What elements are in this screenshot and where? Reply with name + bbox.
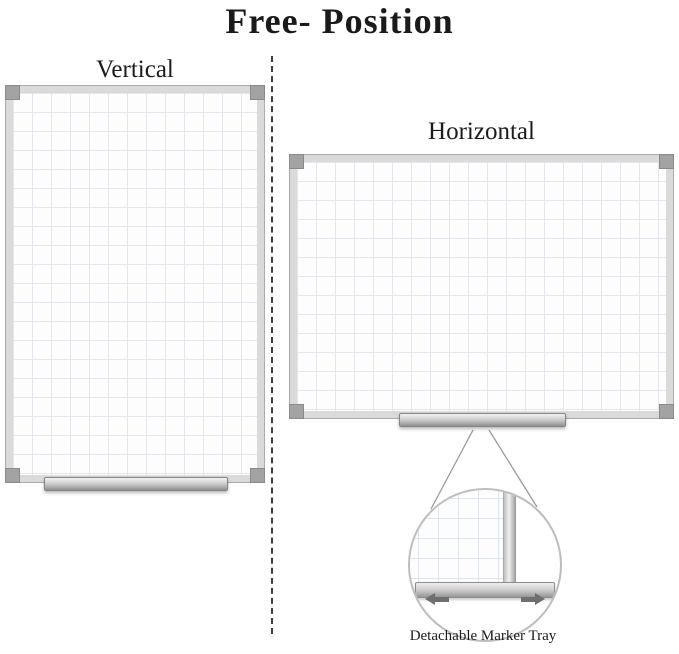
horizontal-grid-surface: [297, 162, 666, 411]
slide-right-arrow-icon: [521, 593, 545, 605]
horizontal-marker-tray: [399, 413, 566, 427]
vertical-whiteboard: [5, 85, 265, 483]
slide-left-arrow-icon: [425, 593, 449, 605]
callout-frame-edge: [503, 490, 516, 584]
callout-marker-tray: [415, 582, 555, 598]
corner-cap-icon: [659, 404, 674, 419]
dashed-divider: [271, 56, 273, 634]
callout-caption: Detachable Marker Tray: [409, 628, 557, 644]
vertical-section-label: Vertical: [96, 56, 174, 83]
page-title: Free- Position: [225, 1, 454, 41]
tray-zoom-callout: [408, 488, 562, 642]
corner-cap-icon: [659, 154, 674, 169]
corner-cap-icon: [289, 154, 304, 169]
corner-cap-icon: [250, 468, 265, 483]
horizontal-whiteboard: [289, 154, 674, 419]
corner-cap-icon: [289, 404, 304, 419]
corner-cap-icon: [5, 468, 20, 483]
callout-grid-surface: [410, 490, 504, 584]
vertical-grid-surface: [13, 93, 257, 475]
corner-cap-icon: [5, 85, 20, 100]
horizontal-section-label: Horizontal: [428, 118, 535, 145]
corner-cap-icon: [250, 85, 265, 100]
vertical-marker-tray: [44, 477, 228, 491]
